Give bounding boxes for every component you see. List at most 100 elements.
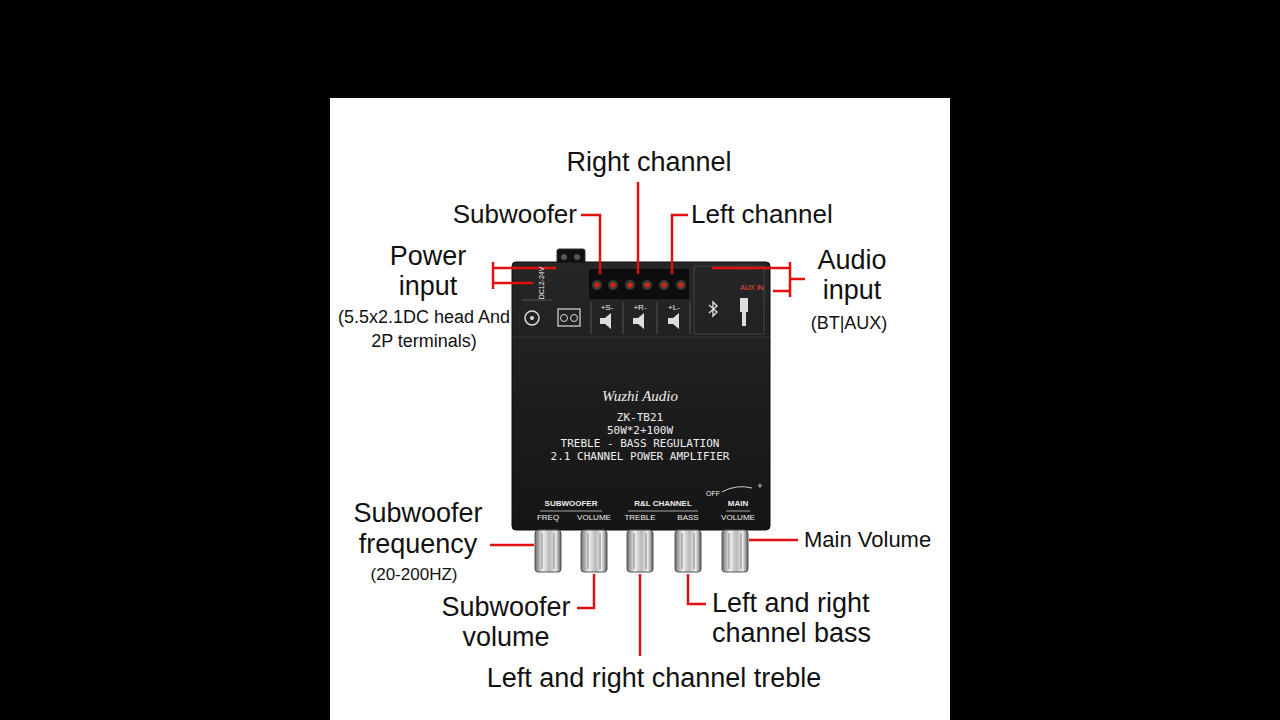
terminal-screw	[561, 254, 567, 260]
callout-label: Left and right channel treble	[487, 663, 822, 694]
knob	[675, 530, 701, 572]
terminal-icon	[561, 315, 568, 322]
amplifier-board	[512, 262, 770, 530]
terminal-screw	[659, 280, 669, 290]
white-panel	[330, 98, 950, 720]
model-text: ZK-TB21	[617, 412, 663, 425]
leader-line	[637, 182, 640, 274]
leader-line	[577, 574, 594, 608]
knob-group	[535, 530, 748, 572]
knob	[627, 530, 653, 572]
terminal-label: +S-	[601, 303, 614, 312]
control-label: VOLUME	[577, 513, 611, 522]
panel-divider	[591, 302, 592, 334]
leader-line	[672, 215, 688, 274]
leader-line	[749, 539, 798, 542]
wire-dot	[628, 283, 633, 288]
control-label: OFF	[706, 490, 720, 498]
terminal-screw	[574, 254, 580, 260]
terminal-screw	[592, 280, 602, 290]
brand-text: Wuzhi Audio	[602, 388, 678, 405]
leader-line	[493, 267, 556, 270]
panel-label: SUBWOOFER	[545, 499, 598, 508]
label-underline	[726, 511, 750, 512]
callout-label: Subwoofer frequency	[343, 498, 493, 560]
knob	[722, 530, 748, 572]
control-label: TREBLE	[624, 513, 655, 522]
speaker-icon	[633, 313, 644, 329]
spec-text: 50W*2+100W	[607, 425, 673, 438]
leader-line	[773, 290, 790, 293]
aux-jack-icon	[740, 298, 748, 312]
callout-label: Subwoofer volume	[431, 593, 581, 652]
leader-line	[639, 574, 642, 656]
control-label: +	[757, 481, 762, 491]
knob-ridge	[646, 533, 647, 569]
knob-ridge	[554, 533, 555, 569]
terminal-label: +L-	[668, 303, 680, 312]
control-label: FREQ	[537, 513, 559, 522]
panel-divider	[623, 302, 624, 334]
panel-label: R&L CHANNEL	[634, 499, 692, 508]
speaker-icon	[668, 313, 679, 329]
knob	[581, 530, 607, 572]
terminal-screw	[676, 280, 686, 290]
leader-line	[688, 574, 706, 604]
knob-ridge	[634, 533, 635, 569]
bluetooth-icon	[709, 302, 717, 316]
wire-dot	[611, 283, 616, 288]
wire-dot	[662, 283, 667, 288]
knob-ridge	[600, 533, 601, 569]
spec-text: 2.1 CHANNEL POWER AMPLIFIER	[551, 451, 730, 464]
callout-label: Left and right channel bass	[712, 589, 917, 648]
panel-divider	[690, 302, 691, 334]
leader-line	[490, 544, 534, 547]
aux-jack-icon	[742, 312, 746, 326]
leader-lines	[490, 182, 805, 656]
callout-label: Audio input	[796, 246, 908, 305]
input-panel	[694, 266, 764, 334]
knob-ridge	[729, 533, 730, 569]
leader-line	[493, 282, 533, 285]
voltage-label: DC12-24V	[538, 267, 546, 300]
knob-ridge	[542, 533, 543, 569]
label-underline	[540, 511, 602, 512]
callout-note: (BT|AUX)	[811, 313, 888, 334]
dc-jack-icon	[525, 311, 539, 325]
leader-line	[581, 215, 600, 274]
terminal-icon	[571, 315, 578, 322]
knob-ridge	[741, 533, 742, 569]
leader-line	[712, 267, 790, 270]
terminal-screw	[608, 280, 618, 290]
panel-divider	[657, 302, 658, 334]
wire-dot	[679, 283, 684, 288]
speaker-icon	[600, 313, 611, 329]
knob	[535, 530, 561, 572]
wire-dot	[645, 283, 650, 288]
terminal-screw	[625, 280, 635, 290]
knob-ridge	[588, 533, 589, 569]
knob-ridge	[682, 533, 683, 569]
terminal-label: +R-	[633, 303, 646, 312]
panel-divider	[512, 337, 770, 338]
leader-line	[790, 278, 805, 281]
callout-note: (5.5x2.1DC head And 2P terminals)	[336, 305, 512, 354]
callout-label: Power input	[372, 242, 484, 301]
panel-label: MAIN	[728, 499, 748, 508]
input-label: AUX IN	[740, 284, 763, 292]
control-label: BASS	[677, 513, 698, 522]
callout-label: Main Volume	[804, 527, 931, 552]
terminal-icon	[558, 309, 580, 326]
knob-ridge	[694, 533, 695, 569]
control-label: VOLUME	[721, 513, 755, 522]
volume-arc	[722, 487, 752, 492]
callout-label: Left channel	[691, 200, 833, 230]
leader-line	[492, 262, 495, 289]
dc-jack-icon	[530, 316, 534, 320]
callout-note: (20-200HZ)	[371, 565, 458, 585]
spec-text: TREBLE - BASS REGULATION	[561, 438, 720, 451]
label-underline	[628, 511, 698, 512]
